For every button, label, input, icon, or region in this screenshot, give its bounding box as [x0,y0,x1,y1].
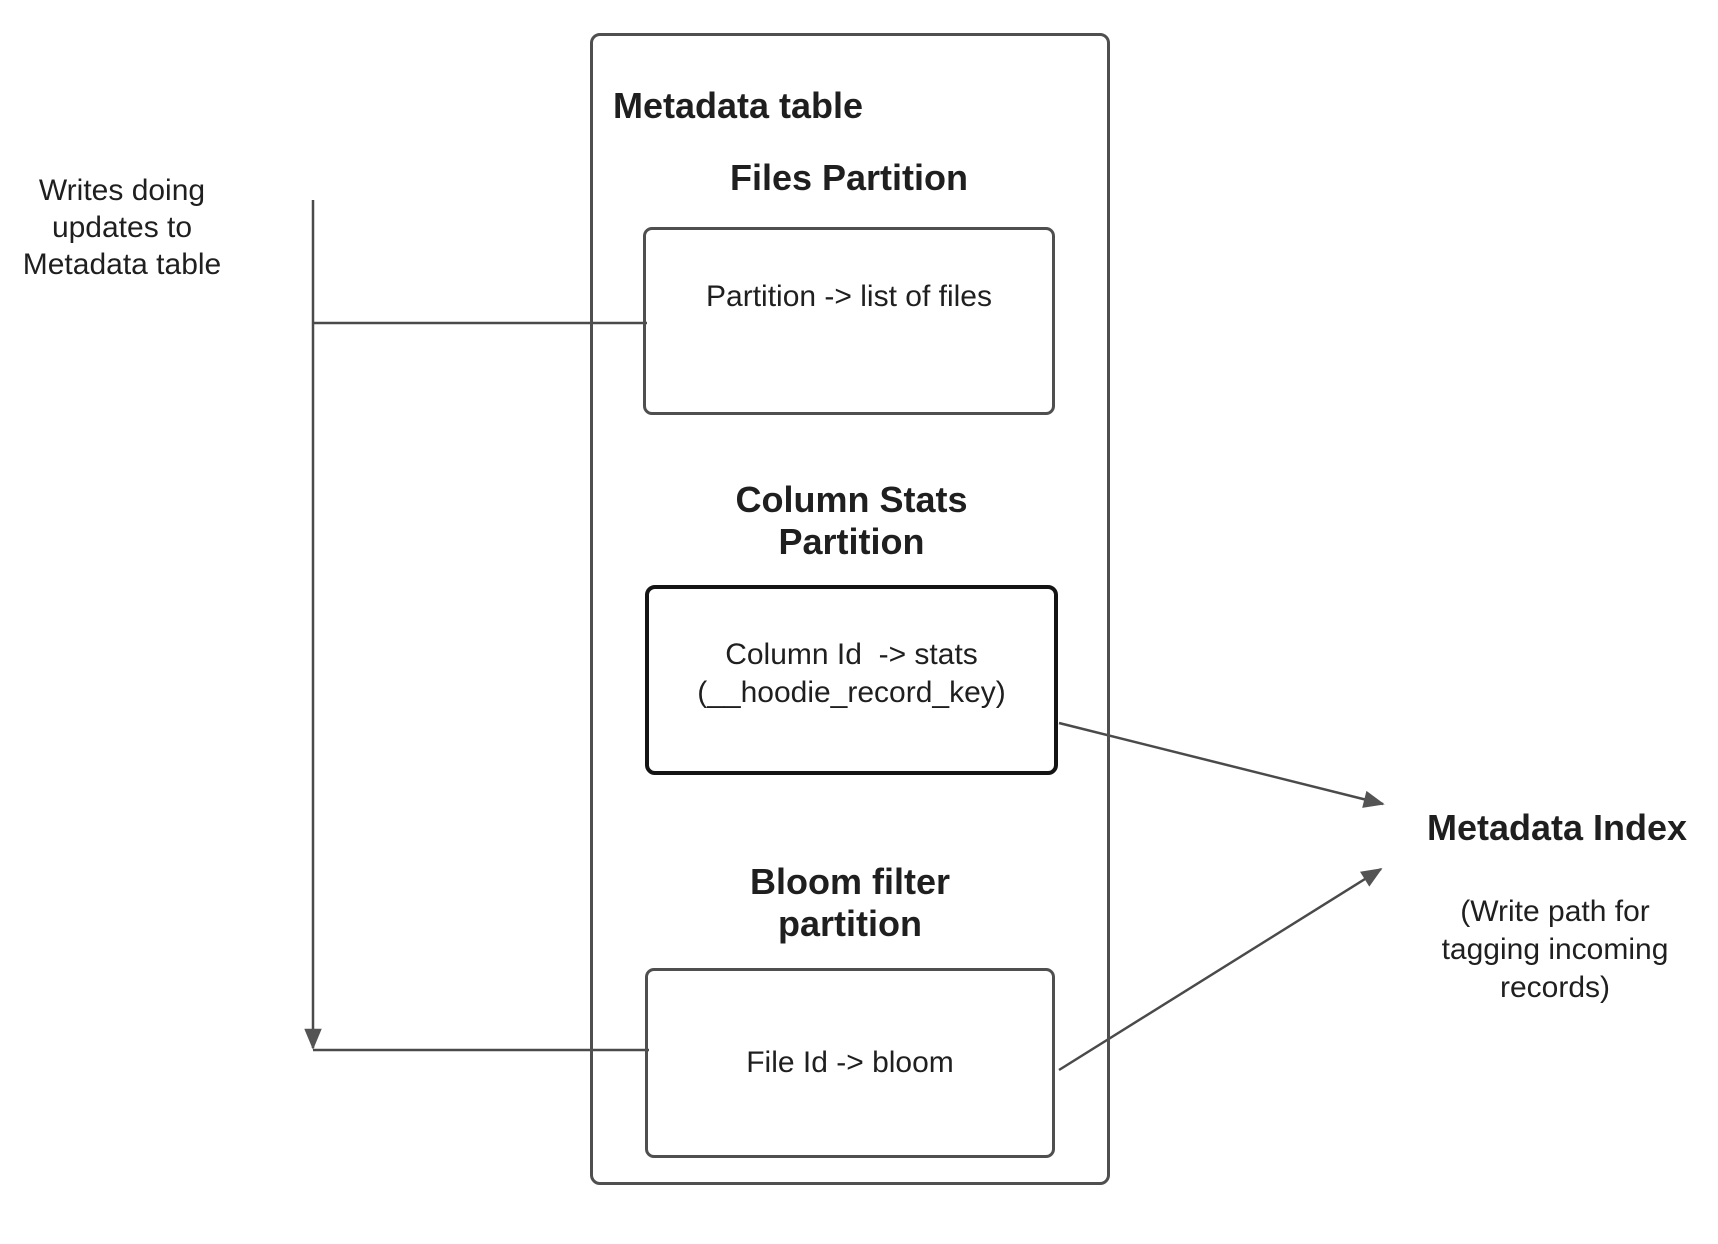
bloom-to-index-arrow [1058,867,1383,1072]
metadata-table-title: Metadata table [613,85,864,126]
metadata-index-subtitle: (Write path for tagging incoming records… [1441,895,1669,1004]
column-stats-partition-box: Column Id -> stats (__hoodie_record_key) [645,585,1058,775]
files-partition-heading: Files Partition [729,157,969,198]
bloom-filter-partition-box: File Id -> bloom [645,968,1055,1158]
column-stats-partition-heading: Column Stats Partition [735,479,968,562]
column-stats-to-index-arrow [1058,721,1385,808]
files-partition-box: Partition -> list of files [643,227,1055,415]
column-stats-partition-text: Column Id -> stats (__hoodie_record_key) [697,638,1006,709]
bloom-filter-partition-heading: Bloom filter partition [749,861,950,944]
files-partition-text: Partition -> list of files [706,280,992,313]
bloom-filter-partition-text: File Id -> bloom [746,1046,954,1079]
metadata-index-title: Metadata Index [1426,807,1688,848]
writes-updates-label: Writes doing updates to Metadata table [22,174,222,281]
metadata-table-box: Metadata table Files Partition Partition… [590,33,1110,1185]
